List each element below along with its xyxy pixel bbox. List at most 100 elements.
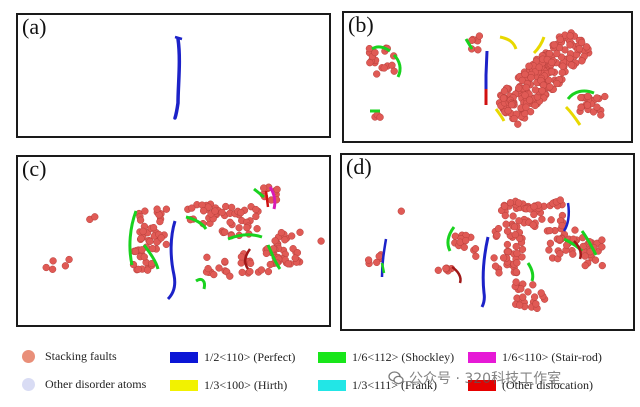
- atom: [531, 101, 539, 110]
- atom: [153, 205, 161, 213]
- atom: [48, 265, 57, 273]
- atom: [442, 264, 450, 273]
- atom: [373, 258, 381, 267]
- shockley-swatch: [318, 352, 346, 363]
- shockley-dislocation-line-5: [380, 262, 386, 274]
- atom: [226, 218, 234, 226]
- perfect-dislocation-line: [480, 236, 490, 308]
- atom: [532, 300, 540, 308]
- atom: [211, 207, 219, 215]
- perfect-swatch: [170, 352, 198, 363]
- atom: [371, 48, 379, 57]
- legend-item-stacking-faults: Stacking faults: [22, 349, 117, 364]
- atom: [509, 212, 517, 220]
- shockley-dislocation-line-5: [266, 244, 282, 270]
- atom: [503, 240, 512, 249]
- other-dislocation-line: [451, 265, 462, 284]
- atom: [162, 240, 170, 249]
- atom: [524, 288, 532, 296]
- atom: [494, 224, 503, 233]
- panel-c: (c): [16, 155, 331, 327]
- atom: [548, 58, 556, 67]
- atom: [553, 79, 561, 88]
- atom: [188, 204, 196, 212]
- atom: [262, 249, 271, 258]
- atom: [146, 237, 154, 246]
- shockley-dislocation-line-3: [566, 89, 595, 100]
- legend-item-other-disorder: Other disorder atoms: [22, 377, 146, 392]
- other-dislocation-line: [264, 190, 270, 208]
- other-disorder-swatch: [22, 378, 35, 391]
- atom: [598, 261, 606, 270]
- atom: [291, 254, 299, 262]
- atom: [243, 224, 251, 232]
- panel-c-plot: [42, 183, 325, 301]
- atom: [264, 267, 273, 276]
- atom: [162, 205, 171, 213]
- atom: [376, 113, 384, 121]
- atom: [499, 254, 508, 262]
- stacking-fault-atoms: [365, 29, 609, 128]
- atom: [474, 46, 482, 54]
- atom: [235, 224, 243, 232]
- atom: [136, 216, 145, 224]
- atom: [521, 91, 529, 99]
- legend: Stacking faults Other disorder atoms 1/2…: [0, 345, 640, 407]
- atom: [221, 228, 229, 236]
- atom: [500, 202, 509, 210]
- atom: [434, 266, 442, 274]
- atom: [547, 216, 555, 224]
- panel-a-plot: [173, 35, 183, 120]
- shockley-dislocation-line-4: [526, 262, 535, 282]
- atom: [597, 111, 605, 119]
- atom: [252, 205, 260, 214]
- frank-swatch: [318, 380, 346, 391]
- atom: [366, 59, 374, 67]
- atom: [575, 45, 584, 53]
- legend-label: (Other dislocation): [502, 378, 593, 392]
- atom: [538, 87, 546, 95]
- atom: [512, 242, 520, 251]
- atom: [601, 92, 609, 101]
- atom: [143, 266, 152, 274]
- atom: [500, 87, 509, 95]
- legend-label: 1/3<100> (Hirth): [204, 378, 288, 392]
- legend-label: Stacking faults: [45, 349, 117, 363]
- legend-item-other-dislocation: (Other dislocation): [468, 378, 593, 393]
- atom: [558, 68, 566, 77]
- atom: [583, 101, 592, 109]
- atom: [493, 231, 501, 239]
- panel-b-plot: [365, 29, 609, 128]
- legend-label: 1/6<112> (Shockley): [352, 350, 455, 364]
- legend-label: Other disorder atoms: [45, 377, 147, 391]
- atom: [134, 265, 142, 273]
- shockley-dislocation-line-7: [253, 187, 265, 199]
- atom: [550, 41, 558, 49]
- atom: [598, 243, 606, 251]
- atom: [281, 236, 289, 244]
- atom: [380, 64, 388, 72]
- atom: [288, 232, 296, 240]
- atom: [253, 225, 261, 233]
- atom: [373, 70, 381, 78]
- perfect-dislocation-line: [166, 220, 177, 301]
- atom: [215, 264, 223, 272]
- atom: [510, 223, 519, 231]
- panel-b: (b): [342, 11, 633, 143]
- shockley-dislocation-line-2: [142, 244, 160, 270]
- atom: [515, 301, 524, 309]
- atom: [579, 242, 587, 251]
- atom: [475, 32, 484, 40]
- atom: [504, 107, 512, 115]
- shockley-dislocation-line-4: [227, 233, 263, 241]
- watermark-text: 公众号 · 320科技工作室: [409, 371, 562, 387]
- atom: [499, 94, 508, 102]
- hirth-swatch: [170, 380, 198, 391]
- atom: [537, 289, 545, 297]
- atom: [569, 250, 577, 258]
- atom: [460, 243, 468, 251]
- other-dislocation-line-2: [244, 248, 252, 270]
- atom: [141, 207, 149, 215]
- atom: [512, 278, 520, 286]
- atom: [519, 293, 527, 301]
